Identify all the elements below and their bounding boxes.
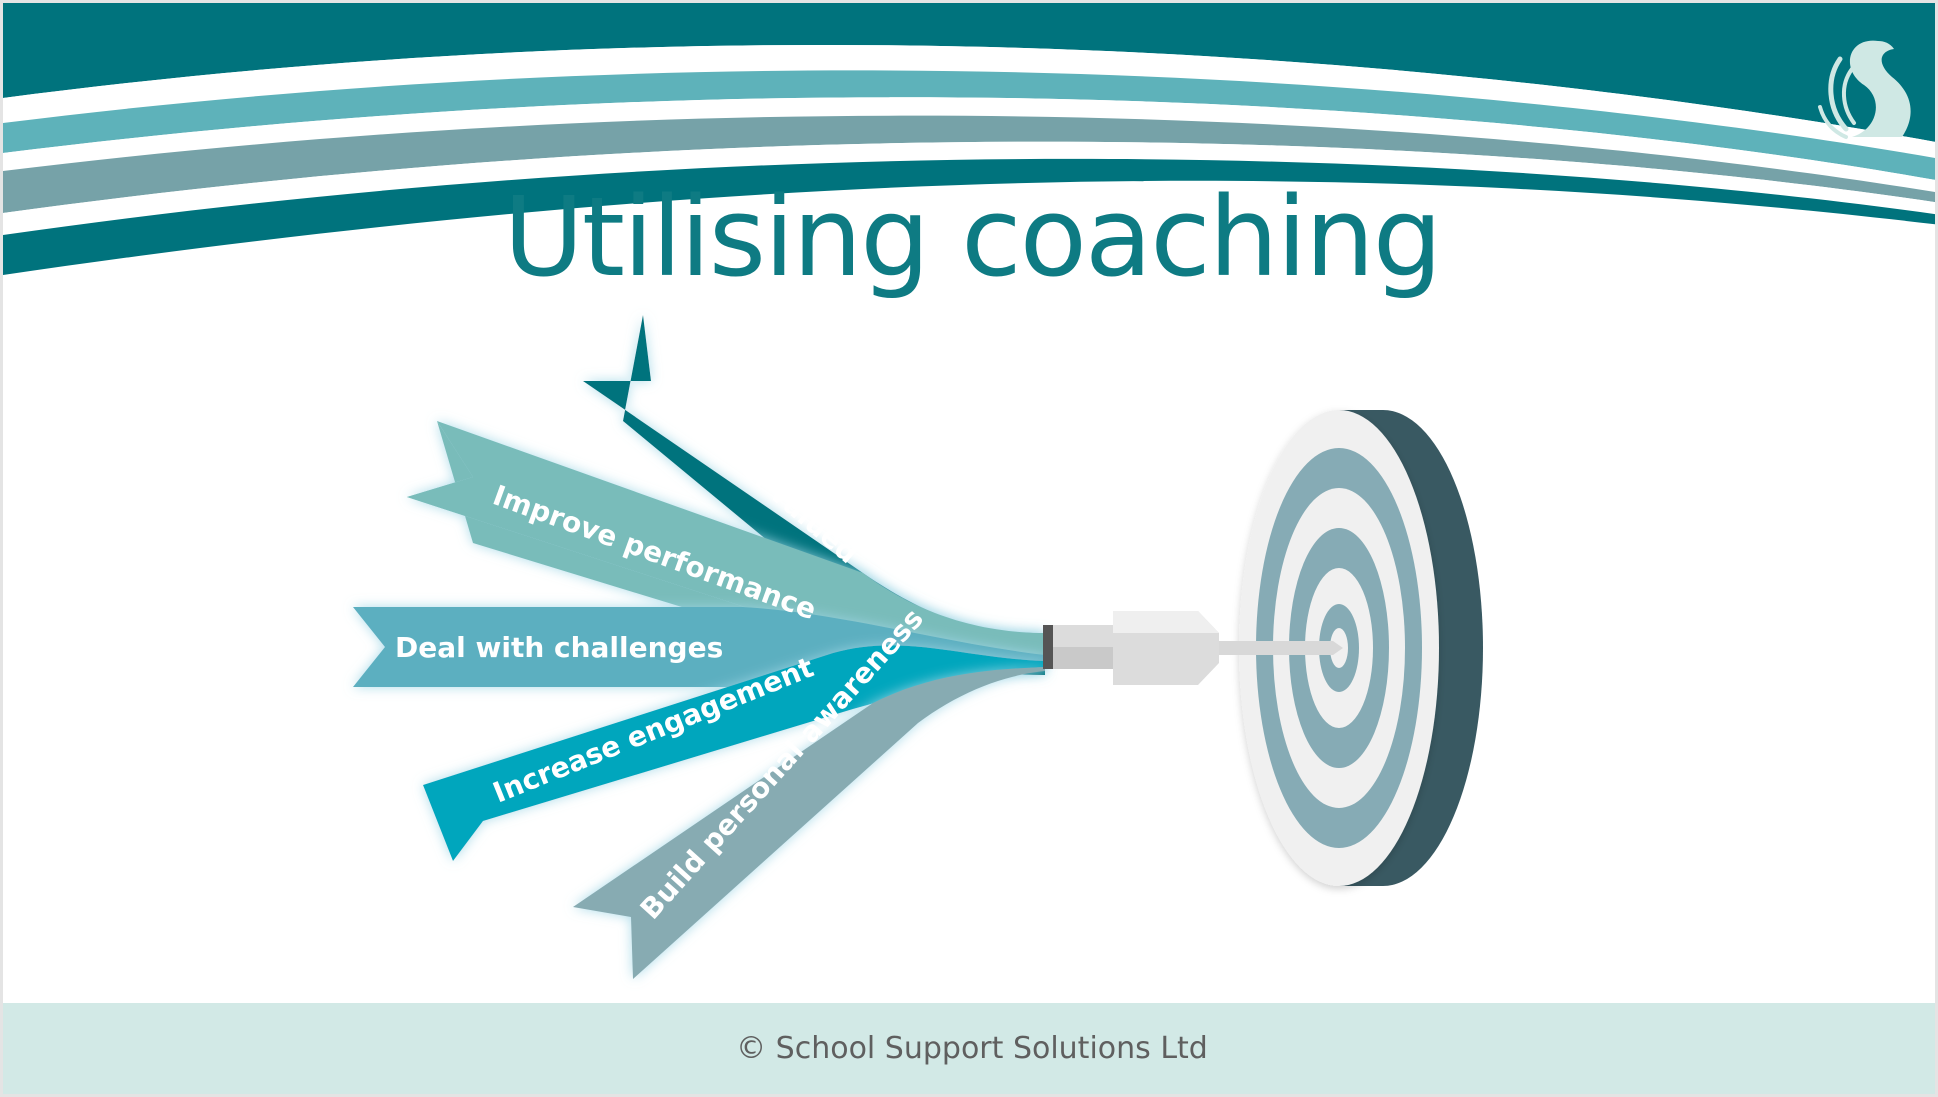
footer-copyright: © School Support Solutions Ltd [736, 1031, 1208, 1066]
ribbon-label-deal-with-challenges: Deal with challenges [395, 631, 723, 664]
ribbon-build-personal-awareness [573, 667, 1045, 979]
page-title: Utilising coaching [503, 173, 1442, 301]
slide-graphics: Feel valued Improve performance Deal wit… [3, 3, 1935, 979]
header-swoosh [3, 3, 1935, 275]
swan-logo-icon [1818, 40, 1911, 139]
dart-icon [1043, 611, 1343, 685]
footer: © School Support Solutions Ltd [3, 1003, 1935, 1094]
ribbon-increase-engagement [423, 645, 1045, 861]
